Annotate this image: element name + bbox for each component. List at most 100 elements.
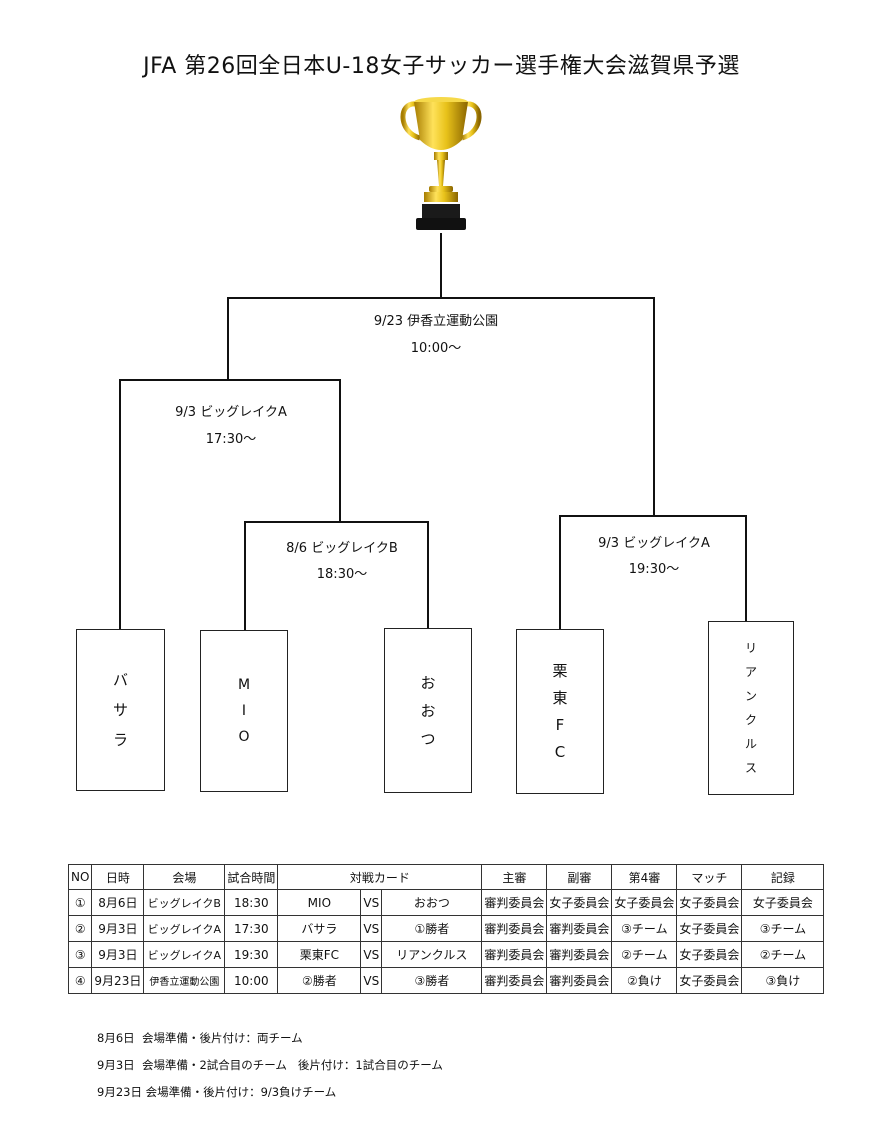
- header-cell: 記録: [741, 864, 825, 890]
- table-cell: ②チーム: [611, 941, 678, 968]
- team-char: ア: [744, 665, 757, 679]
- table-row: ② 9月3日 ビッグレイクA 17:30 バサラ VS ①勝者 審判委員会 審判…: [67, 915, 825, 942]
- team-char: つ: [420, 729, 436, 748]
- table-cell: 審判委員会: [481, 941, 548, 968]
- header-cell: NO: [67, 864, 93, 890]
- header-cell: 主審: [481, 864, 548, 890]
- header-cell: マッチ: [676, 864, 743, 890]
- table-cell: 19:30: [224, 941, 279, 968]
- first-round-time: 18:30～: [316, 567, 368, 582]
- note-line: 9月23日 会場準備・後片付け：9/3負けチーム: [97, 1085, 337, 1099]
- note-line: 8月6日 会場準備・後片付け：両チーム: [97, 1031, 303, 1045]
- table-cell: 女子委員会: [611, 889, 678, 916]
- table-cell: 9月3日: [91, 915, 145, 942]
- table-cell: 女子委員会: [546, 889, 613, 916]
- table-cell: ③チーム: [741, 915, 825, 942]
- team-char: 東: [552, 688, 568, 707]
- table-cell: VS: [360, 915, 383, 942]
- table-cell: 女子委員会: [676, 889, 743, 916]
- table-cell: ②チーム: [741, 941, 825, 968]
- team-char: ン: [744, 689, 757, 703]
- team-char: サ: [112, 701, 128, 719]
- semi-left-venue: 9/3 ビッグレイクA: [175, 405, 287, 420]
- table-cell: ③チーム: [611, 915, 678, 942]
- table-cell: 審判委員会: [481, 889, 548, 916]
- table-cell: ④: [67, 967, 93, 994]
- team-char: バ: [112, 671, 128, 689]
- table-cell: ③勝者: [381, 967, 483, 994]
- team-char: O: [238, 729, 250, 745]
- table-cell: 栗東FC: [277, 941, 362, 968]
- table-cell: おおつ: [381, 889, 483, 916]
- table-cell: 審判委員会: [546, 915, 613, 942]
- table-cell: 伊香立運動公園: [143, 967, 226, 994]
- table-cell: 審判委員会: [481, 915, 548, 942]
- table-header-row: NO 日時 会場 試合時間 対戦カード 主審 副審 第4審 マッチ 記録: [67, 864, 825, 890]
- table-row: ③ 9月3日 ビッグレイクA 19:30 栗東FC VS リアンクルス 審判委員…: [67, 941, 825, 968]
- table-row: ④ 9月23日 伊香立運動公園 10:00 ②勝者 VS ③勝者 審判委員会 審…: [67, 967, 825, 994]
- team-char: お: [420, 673, 436, 692]
- team-box-lian-cruz: リ ア ン ク ル ス: [708, 621, 794, 795]
- team-char: お: [420, 701, 436, 720]
- table-cell: 9月23日: [91, 967, 145, 994]
- team-char: ス: [744, 761, 757, 775]
- team-char: ク: [744, 713, 757, 727]
- bracket-line: [119, 379, 341, 629]
- table-cell: ①: [67, 889, 93, 916]
- schedule-table: NO 日時 会場 試合時間 対戦カード 主審 副審 第4審 マッチ 記録 ① 8…: [67, 864, 825, 994]
- tournament-bracket: [119, 233, 747, 630]
- first-round-venue: 8/6 ビッグレイクB: [286, 541, 398, 556]
- table-cell: バサラ: [277, 915, 362, 942]
- table-cell: ビッグレイクA: [143, 915, 226, 942]
- bracket-line: [559, 515, 747, 629]
- header-cell: 副審: [546, 864, 613, 890]
- table-cell: 審判委員会: [546, 967, 613, 994]
- bracket-line: [227, 297, 655, 516]
- table-cell: 女子委員会: [741, 889, 825, 916]
- table-cell: 9月3日: [91, 941, 145, 968]
- table-cell: ビッグレイクA: [143, 941, 226, 968]
- team-box-basara: バ サ ラ: [76, 629, 165, 791]
- table-cell: 女子委員会: [676, 967, 743, 994]
- team-char: I: [241, 703, 247, 719]
- table-cell: 18:30: [224, 889, 279, 916]
- team-char: リ: [744, 641, 757, 655]
- table-cell: 8月6日: [91, 889, 145, 916]
- final-match-time: 10:00～: [410, 341, 462, 356]
- table-cell: ①勝者: [381, 915, 483, 942]
- team-char: 栗: [552, 661, 568, 680]
- table-cell: VS: [360, 889, 383, 916]
- table-cell: 女子委員会: [676, 941, 743, 968]
- semi-left-time: 17:30～: [205, 432, 257, 447]
- notes: 8月6日 会場準備・後片付け：両チーム 9月3日 会場準備・2試合目のチーム 後…: [97, 1025, 443, 1106]
- table-cell: 10:00: [224, 967, 279, 994]
- table-row: ① 8月6日 ビッグレイクB 18:30 MIO VS おおつ 審判委員会 女子…: [67, 889, 825, 916]
- team-box-ritto-fc: 栗 東 F C: [516, 629, 604, 794]
- bracket-line: [244, 521, 429, 630]
- table-cell: ③負け: [741, 967, 825, 994]
- table-cell: ②勝者: [277, 967, 362, 994]
- trophy-icon: [400, 97, 482, 230]
- semi-right-venue: 9/3 ビッグレイクA: [598, 536, 710, 551]
- header-cell: 日時: [91, 864, 145, 890]
- header-cell: 試合時間: [224, 864, 279, 890]
- page-title: JFA 第26回全日本U-18女子サッカー選手権大会滋賀県予選: [143, 54, 740, 79]
- team-box-mio: M I O: [200, 630, 288, 792]
- team-char: F: [555, 715, 565, 734]
- table-cell: リアンクルス: [381, 941, 483, 968]
- team-char: C: [554, 742, 566, 761]
- team-box-otsu: お お つ: [384, 628, 472, 793]
- table-cell: 審判委員会: [481, 967, 548, 994]
- table-cell: VS: [360, 967, 383, 994]
- team-char: ル: [744, 737, 757, 751]
- table-cell: 女子委員会: [676, 915, 743, 942]
- table-cell: ビッグレイクB: [143, 889, 226, 916]
- team-char: M: [237, 677, 251, 693]
- header-cell: 第4審: [611, 864, 678, 890]
- table-cell: ③: [67, 941, 93, 968]
- semi-right-time: 19:30～: [628, 562, 680, 577]
- team-char: ラ: [112, 731, 128, 749]
- table-cell: 審判委員会: [546, 941, 613, 968]
- table-cell: 17:30: [224, 915, 279, 942]
- final-match-venue: 9/23 伊香立運動公園: [373, 314, 499, 329]
